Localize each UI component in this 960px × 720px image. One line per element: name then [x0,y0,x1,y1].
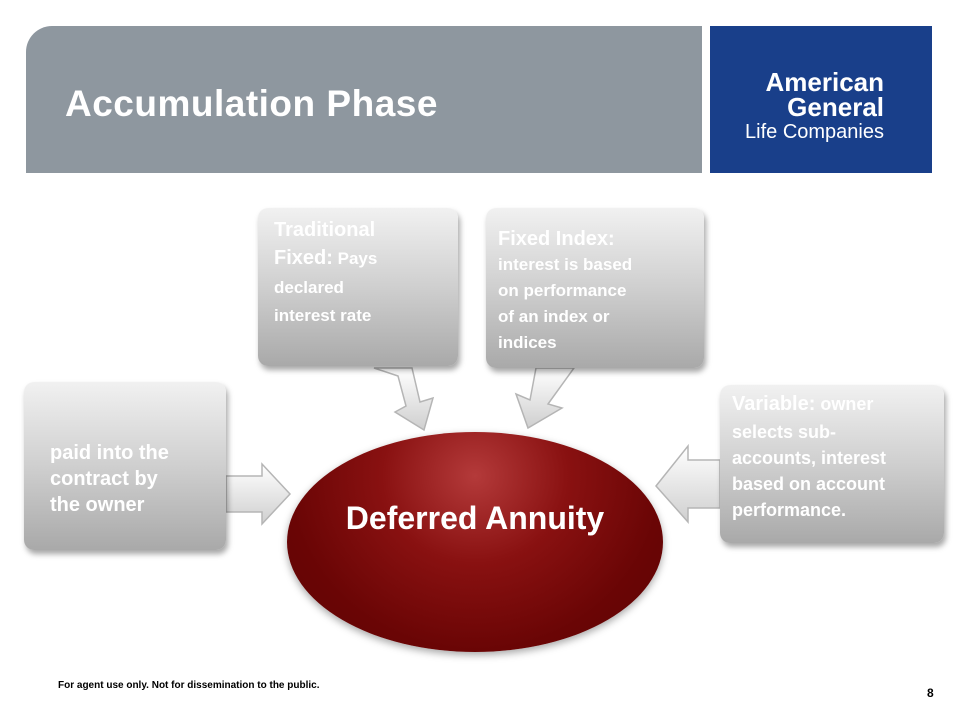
traditional-fixed-box: Traditional Fixed: Pays declared interes… [258,208,458,366]
index-line-5: indices [498,333,557,352]
disclaimer: For agent use only. Not for disseminatio… [58,680,320,691]
variable-line-3: accounts, interest [732,448,887,468]
arrow-index-to-center [514,367,576,430]
contributions-box: paid into the contract by the owner [24,382,226,550]
pays-text: Pays [332,249,378,268]
variable-box: Variable: owner selects sub- accounts, i… [720,385,944,543]
contributions-line-2: contract by [50,468,158,490]
fixed-index-box: Fixed Index: interest is based on perfor… [486,208,704,368]
variable-heading: Variable: [732,393,816,415]
company-logo: American General Life Companies [710,26,932,173]
page-number: 8 [927,686,934,700]
traditional-line-4: interest rate [274,306,372,325]
variable-line-2: selects sub- [732,422,837,442]
index-heading: Fixed Index: [498,228,615,250]
contributions-line-1: paid into the [50,442,169,464]
page-title: Accumulation Phase [65,83,438,124]
variable-line-5: performance. [732,500,847,520]
arrow-left-to-center [225,462,292,526]
arrow-variable-to-center [655,443,721,524]
contributions-line-3: the owner [50,494,145,516]
variable-heading-rest: owner [815,394,874,414]
fixed-label: Fixed: [274,247,333,269]
variable-line-4: based on account [732,474,886,494]
index-line-2: interest is based [498,255,633,274]
logo-line-2: General [787,92,884,122]
logo-line-1: American [765,67,885,97]
arrow-traditional-to-center [373,367,435,432]
header-band [26,26,702,173]
logo-line-3: Life Companies [745,121,884,143]
deferred-annuity-ellipse [287,432,663,652]
center-label: Deferred Annuity [345,500,605,536]
traditional-heading: Traditional [274,219,376,241]
traditional-line-3: declared [274,278,344,297]
index-line-4: of an index or [498,307,610,326]
index-line-3: on performance [498,281,627,300]
